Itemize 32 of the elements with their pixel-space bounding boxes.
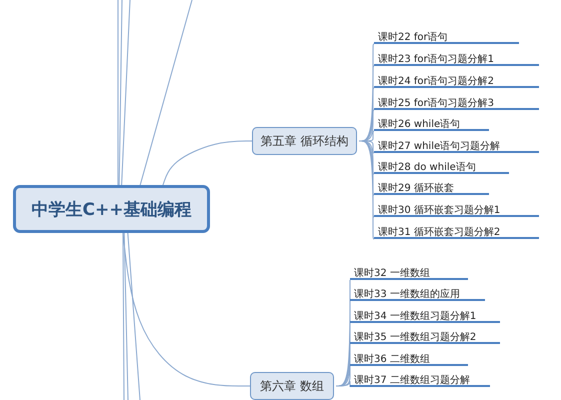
topic-text: 第五章 循环结构: [260, 132, 348, 150]
connector-line: [336, 381, 350, 388]
topic-text: 课时32 一维数组: [354, 268, 430, 279]
connector-line: [118, 0, 122, 186]
connector-line: [122, 232, 124, 400]
topic-text: 中学生C++基础编程: [32, 198, 192, 220]
connector-line: [127, 232, 140, 400]
connector-line: [122, 232, 250, 386]
topic-text: 课时30 循环嵌套习题分解1: [378, 205, 500, 216]
chapter-topic-box: [250, 372, 334, 400]
chapter-topic-box: [252, 127, 357, 155]
topic-text: 第六章 数组: [260, 378, 324, 394]
connector-line: [140, 0, 192, 186]
topic-text: 课时35 一维数组习题分解2: [354, 332, 476, 343]
topic-text: 课时37 二维数组习题分解: [354, 375, 470, 386]
connector-line: [124, 232, 128, 400]
topic-text: 课时28 do while语句: [378, 162, 476, 173]
topic-text: 课时26 while语句: [378, 119, 460, 130]
connector-line: [358, 140, 374, 240]
connector-line: [162, 140, 252, 186]
topic-text: 课时23 for语句习题分解1: [378, 54, 494, 65]
connector-line: [121, 0, 130, 186]
topic-text: 课时29 循环嵌套: [378, 183, 454, 194]
topic-text: 课时25 for语句习题分解3: [378, 98, 494, 109]
topic-text: 课时22 for语句: [378, 32, 448, 43]
topic-text: 课时31 循环嵌套习题分解2: [378, 227, 500, 238]
topic-text: 课时27 while语句习题分解: [378, 141, 500, 152]
topic-text: 课时33 一维数组的应用: [354, 289, 460, 300]
topic-text: 课时34 一维数组习题分解1: [354, 311, 476, 322]
topic-text: 课时36 二维数组: [354, 354, 430, 365]
root-topic-box: [13, 185, 210, 233]
topic-text: 课时24 for语句习题分解2: [378, 76, 494, 87]
